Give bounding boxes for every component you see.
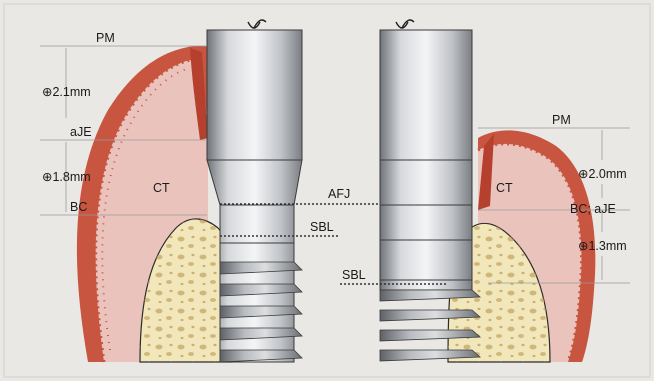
right-ct-label: CT xyxy=(496,181,513,195)
left-implant xyxy=(207,20,302,362)
sbl-label-left: SBL xyxy=(310,220,334,234)
right-implant xyxy=(380,20,480,361)
afj-label: AFJ xyxy=(328,187,350,201)
left-aje-label: aJE xyxy=(70,125,92,139)
right-dimension-upper: ⊕2.0mm xyxy=(578,167,627,181)
left-pm-label: PM xyxy=(96,31,115,45)
right-pm-label: PM xyxy=(552,113,571,127)
left-dimension-upper: ⊕2.1mm xyxy=(42,85,91,99)
left-dimension-lower: ⊕1.8mm xyxy=(42,170,91,184)
left-bc-label: BC xyxy=(70,200,87,214)
sbl-label-right: SBL xyxy=(342,268,366,282)
right-bc-aje-label: BC; aJE xyxy=(570,202,616,216)
right-dimension-lower: ⊕1.3mm xyxy=(578,239,627,253)
left-ct-label: CT xyxy=(153,181,170,195)
